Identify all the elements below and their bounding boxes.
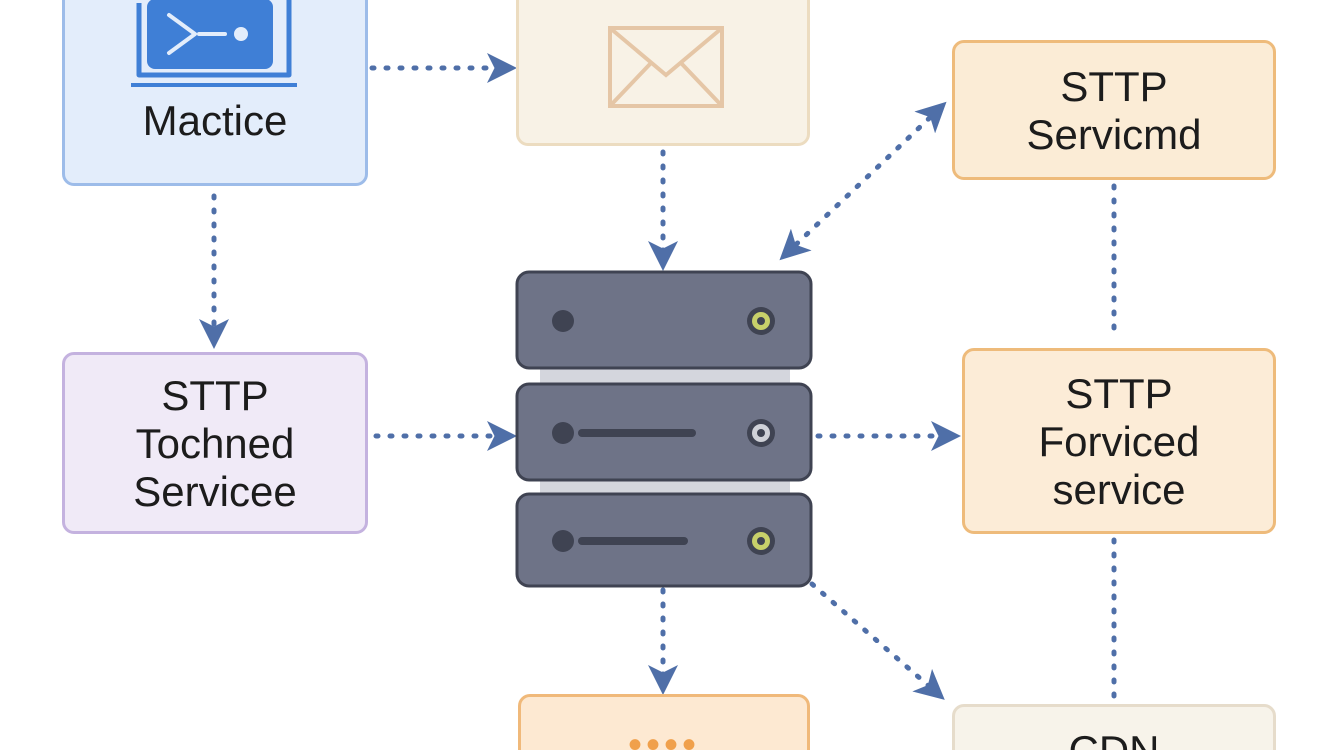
server-unit-middle	[515, 382, 813, 482]
server-stack-icon	[515, 270, 813, 588]
node-sttp-servicmd[interactable]: STTP Servicmd	[952, 40, 1276, 180]
node-mail[interactable]	[516, 0, 810, 146]
dots-icon: ••••	[627, 723, 700, 750]
arrow-server-to-cdn	[809, 581, 945, 700]
server-unit-bottom	[515, 492, 813, 588]
node-machine[interactable]: Mactice	[62, 0, 368, 186]
node-bottom-menu[interactable]: ••••	[518, 694, 810, 750]
connectors	[199, 53, 1117, 701]
node-cdn[interactable]: CDN	[952, 704, 1276, 750]
node-machine-label: Mactice	[142, 97, 288, 144]
node-sttp-tochned[interactable]: STTP Tochned Servicee	[62, 352, 368, 534]
server-unit-top	[515, 270, 813, 370]
envelope-icon	[608, 26, 724, 108]
terminal-folder-icon	[131, 0, 297, 87]
node-cdn-label: CDN	[955, 727, 1273, 750]
node-sttp-tochned-label: STTP Tochned Servicee	[133, 372, 297, 515]
node-sttp-servicmd-label: STTP Servicmd	[1026, 63, 1202, 158]
node-sttp-forviced-label: STTP Forviced service	[1038, 370, 1200, 513]
node-sttp-forviced[interactable]: STTP Forviced service	[962, 348, 1276, 534]
